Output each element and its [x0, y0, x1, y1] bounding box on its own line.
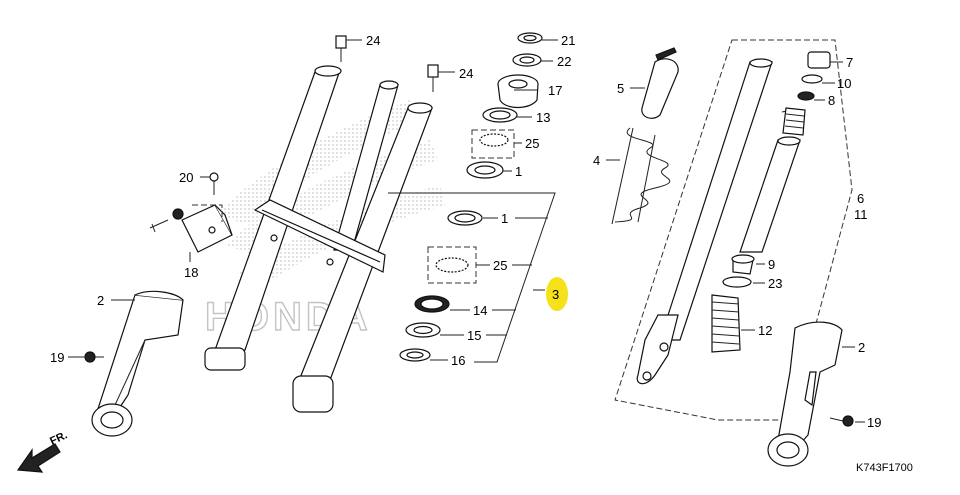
diagram-code: K743F1700: [856, 462, 913, 474]
label-12: 12: [758, 323, 772, 338]
bolt-19-right-icon: [829, 415, 854, 427]
bolt-19-left-icon: [84, 351, 104, 363]
part-4-spring-icon: [611, 127, 671, 225]
label-3: 3: [552, 287, 559, 302]
label-14: 14: [473, 303, 487, 318]
highlight-part-3: [546, 277, 568, 311]
label-24-left: 24: [366, 33, 380, 48]
label-13: 13: [536, 110, 550, 125]
label-2-left: 2: [97, 293, 104, 308]
label-19-right: 19: [867, 415, 881, 430]
right-shock-assembly: [606, 39, 865, 467]
label-15: 15: [467, 328, 481, 343]
bolt-20-icon: [209, 172, 219, 195]
left-fork-assembly: [149, 35, 439, 413]
label-20: 20: [179, 170, 193, 185]
label-24-right: 24: [459, 66, 473, 81]
label-18: 18: [184, 265, 198, 280]
label-21: 21: [561, 33, 575, 48]
group-3-bracket: [388, 192, 556, 363]
label-10: 10: [837, 76, 851, 91]
label-4: 4: [593, 153, 600, 168]
leader-lines-top: [68, 39, 558, 358]
label-19-left: 19: [50, 350, 64, 365]
fork-cover-right: [767, 321, 843, 467]
label-6: 6: [857, 191, 864, 206]
label-1-top: 1: [515, 164, 522, 179]
label-8: 8: [828, 93, 835, 108]
label-25-lower: 25: [493, 258, 507, 273]
bolt-24-right-icon: [427, 64, 439, 92]
label-22: 22: [557, 54, 571, 69]
part-labels: 24 24 21 22 17 13 25 1 20 18 1 25 3 14 1…: [50, 33, 881, 430]
label-17: 17: [548, 83, 562, 98]
part-5-cap-icon: [641, 47, 679, 119]
steering-lock-18-icon: [149, 204, 233, 253]
bolt-24-left-icon: [335, 35, 347, 62]
label-25-top: 25: [525, 136, 539, 151]
fork-cover-left: [84, 290, 184, 437]
label-2-right: 2: [858, 340, 865, 355]
label-9: 9: [768, 257, 775, 272]
label-5: 5: [617, 81, 624, 96]
label-1-lower: 1: [501, 211, 508, 226]
label-7: 7: [846, 55, 853, 70]
label-11: 11: [854, 207, 868, 222]
part-12-boot-icon: [711, 294, 741, 353]
label-16: 16: [451, 353, 465, 368]
label-23: 23: [768, 276, 782, 291]
front-direction-arrow: FR.: [16, 429, 69, 473]
front-arrow-label: FR.: [48, 429, 69, 447]
